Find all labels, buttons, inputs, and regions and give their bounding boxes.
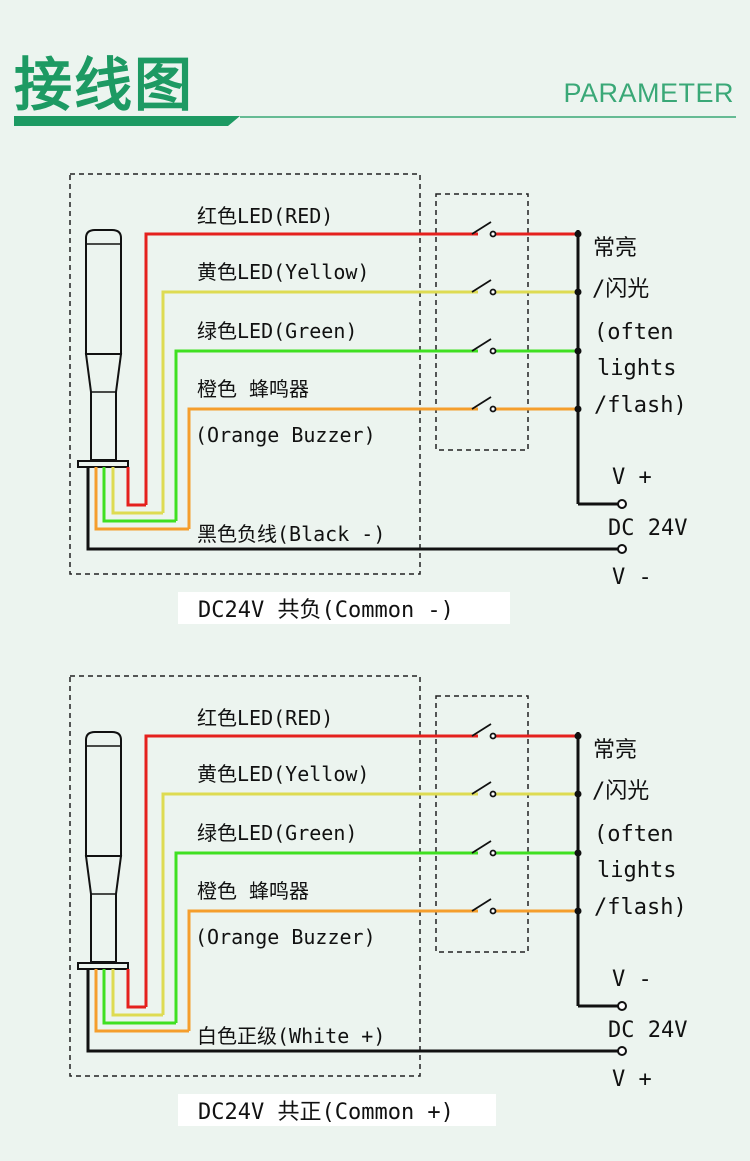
label-mode: (often bbox=[594, 320, 673, 345]
label-mode: lights bbox=[597, 356, 676, 381]
wire-green bbox=[174, 851, 478, 1023]
label-common: 白色正级(White +) bbox=[197, 1024, 385, 1048]
switch-box bbox=[435, 193, 529, 451]
page-title: 接线图 bbox=[14, 51, 195, 119]
label-mode: /闪光 bbox=[592, 779, 649, 804]
wire-orange bbox=[187, 909, 478, 1031]
lamp-box bbox=[69, 675, 421, 1077]
label-mode: 常亮 bbox=[593, 236, 637, 261]
terminal-icon bbox=[617, 544, 627, 554]
label-mode: /闪光 bbox=[592, 277, 649, 302]
wire-common bbox=[86, 969, 622, 1053]
label-mode: /flash) bbox=[594, 393, 687, 418]
label-v-top: V + bbox=[612, 465, 652, 490]
diagram-common-negative: 红色LED(RED) 黄色LED(Yellow) 绿色LED(Green) 橙色… bbox=[69, 173, 687, 624]
wire-common bbox=[86, 467, 622, 551]
diagram-caption: DC24V 共正(Common +) bbox=[198, 1100, 454, 1125]
label-common: 黑色负线(Black -) bbox=[197, 522, 385, 546]
label-red: 红色LED(RED) bbox=[197, 706, 333, 730]
wire-green bbox=[174, 349, 478, 521]
header-rule bbox=[14, 116, 736, 126]
label-yellow: 黄色LED(Yellow) bbox=[197, 762, 369, 786]
label-red: 红色LED(RED) bbox=[197, 204, 333, 228]
label-green: 绿色LED(Green) bbox=[197, 821, 357, 845]
diagram-common-positive: 红色LED(RED) 黄色LED(Yellow) 绿色LED(Green) 橙色… bbox=[69, 675, 687, 1126]
switch-box bbox=[435, 695, 529, 953]
label-orange: (Orange Buzzer) bbox=[195, 925, 376, 949]
terminal-icon bbox=[617, 1046, 627, 1056]
label-orange: 橙色 蜂鸣器 bbox=[197, 879, 309, 903]
switch-icon bbox=[471, 723, 497, 915]
label-v-bottom: V + bbox=[612, 1067, 652, 1092]
label-orange: (Orange Buzzer) bbox=[195, 423, 376, 447]
label-green: 绿色LED(Green) bbox=[197, 319, 357, 343]
label-mode: (often bbox=[594, 822, 673, 847]
label-orange: 橙色 蜂鸣器 bbox=[197, 377, 309, 401]
label-dc: DC 24V bbox=[608, 1018, 687, 1043]
diagram-caption: DC24V 共负(Common -) bbox=[198, 598, 454, 623]
lamp-box bbox=[69, 173, 421, 575]
wire-orange bbox=[187, 407, 478, 529]
signal-tower-icon bbox=[77, 731, 129, 970]
label-v-bottom: V - bbox=[612, 565, 652, 590]
wire-yellow bbox=[161, 792, 478, 1015]
label-mode: 常亮 bbox=[593, 738, 637, 763]
switch-icon bbox=[471, 221, 497, 413]
label-v-top: V - bbox=[612, 967, 652, 992]
label-yellow: 黄色LED(Yellow) bbox=[197, 260, 369, 284]
wire-red bbox=[144, 232, 478, 505]
label-mode: /flash) bbox=[594, 895, 687, 920]
wire-yellow bbox=[161, 290, 478, 513]
label-dc: DC 24V bbox=[608, 516, 687, 541]
label-mode: lights bbox=[597, 858, 676, 883]
signal-tower-icon bbox=[77, 229, 129, 468]
terminal-icon bbox=[617, 1001, 627, 1011]
terminal-icon bbox=[617, 499, 627, 509]
wire-red bbox=[144, 734, 478, 1007]
page-subtitle: PARAMETER bbox=[563, 78, 734, 108]
